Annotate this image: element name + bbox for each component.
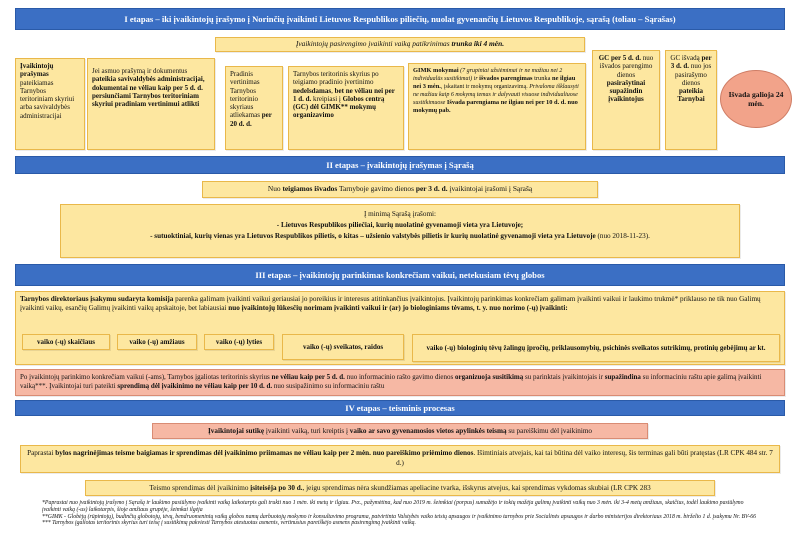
footnote-1: *Paprastai nuo įvaikintojų įrašymo į Sąr…	[42, 500, 744, 513]
stage4-title: IV etapas – teisminis procesas	[345, 403, 455, 413]
stage3-title: III etapas – įvaikintojų parinkimas konk…	[255, 270, 545, 280]
stage1-step-gc-acquaint: GC per 5 d. d. nuo išvados parengimo die…	[592, 50, 660, 150]
footnote-3: *** Tarnybos įgaliotas teritorinis skyri…	[42, 520, 416, 527]
stage4-court-proceedings: Paprastai bylos nagrinėjimas teisme baig…	[20, 445, 780, 473]
stage2-header: II etapas – įvaikintojų įrašymas į Sąraš…	[15, 156, 785, 174]
criterion-children-count: vaiko (-ų) skaičiaus	[22, 334, 110, 350]
stage1-step-gc-request: Tarnybos teritorinis skyrius po teigiamo…	[288, 66, 404, 150]
stage1-title: I etapas – iki įvaikintojų įrašymo į Nor…	[124, 14, 676, 24]
criterion-biological-parents: vaiko (-ų) biologinių tėvų žalingų įproč…	[412, 334, 780, 362]
stage1-step-application: Įvaikintojų prašymas pateikiamas Tarnybo…	[15, 58, 85, 150]
criterion-child-health: vaiko (-ų) sveikatos, raidos	[282, 334, 404, 360]
stage1-header: I etapas – iki įvaikintojų įrašymo į Nor…	[15, 8, 785, 30]
footnote-2: **GIMK - Globėjų (rūpintojų), budinčių g…	[42, 513, 756, 520]
stage1-step-gc-submit: GC išvadą per 3 d. d. nuo jos pasirašymo…	[665, 50, 717, 150]
stage2-registration-deadline: Nuo teigiamos išvados Tarnyboje gavimo d…	[202, 181, 598, 198]
stage2-title: II etapas – įvaikintojų įrašymas į Sąraš…	[326, 160, 474, 170]
stage3-meeting: Po įvaikintojų parinkimo konkrečiam vaik…	[15, 369, 785, 396]
stage2-list-eligibility: Į minimą Sąrašą įrašomi: - Lietuvos Resp…	[60, 204, 740, 258]
stage1-step-gimk-training: GIMK mokymai (7 grupiniai užsiėmimai ir …	[408, 63, 586, 150]
stage1-conclusion-validity-oval: Išvada galioja 24 mėn.	[720, 70, 792, 128]
stage4-header: IV etapas – teisminis procesas	[15, 400, 785, 416]
stage1-step-initial-evaluation: Pradinis vertinimas Tarnybos teritorinio…	[225, 66, 283, 150]
criterion-child-gender: vaiko (-ų) lyties	[204, 334, 274, 350]
stage4-court-application: Įvaikintojai sutikę įvaikinti vaiką, tur…	[152, 423, 648, 439]
stage1-step-municipality: Jei asmuo prašymą ir dokumentus pateikia…	[87, 58, 215, 150]
criterion-child-age: vaiko (-ų) amžiaus	[117, 334, 197, 350]
stage3-header: III etapas – įvaikintojų parinkimas konk…	[15, 264, 785, 286]
footnotes: *Paprastai nuo įvaikintojų įrašymo į Sąr…	[42, 500, 762, 527]
stage4-decision-effective: Teismo sprendimas dėl įvaikinimo įsiteis…	[85, 480, 715, 496]
stage1-duration: Įvaikintojų pasirengimo įvaikinti vaiką …	[215, 37, 585, 52]
